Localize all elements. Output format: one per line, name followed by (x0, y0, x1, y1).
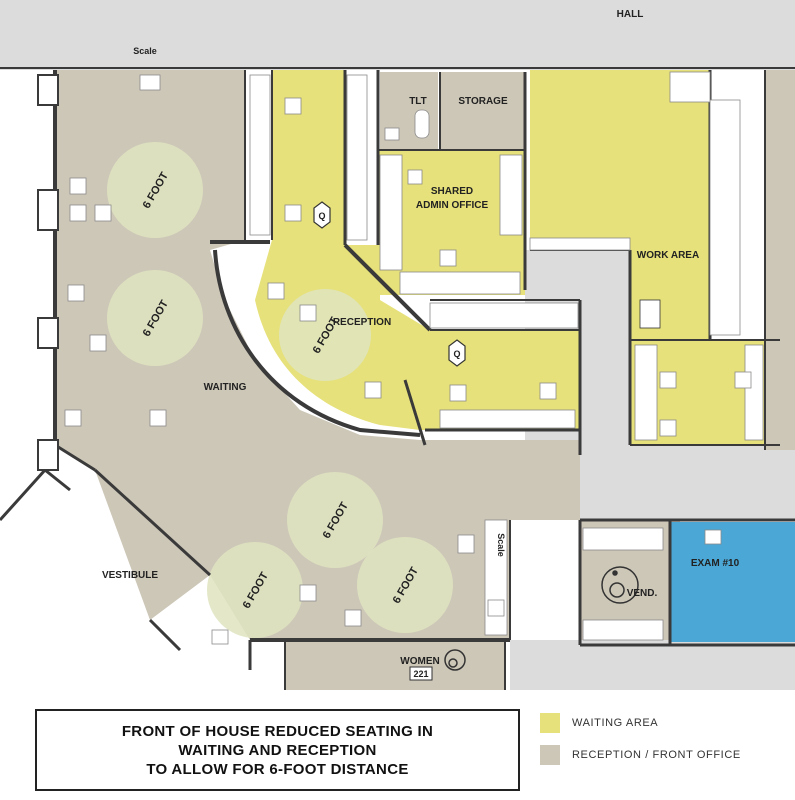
storage-room (440, 72, 525, 150)
chair-icon (639, 299, 661, 329)
women-label: WOMEN (400, 656, 439, 667)
desk-icon (634, 344, 658, 441)
desk-icon (709, 99, 741, 336)
room-number: 221 (413, 669, 428, 679)
desk-icon (379, 154, 403, 271)
legend-swatch (540, 713, 560, 733)
corridor-right (580, 440, 795, 520)
desk-icon (399, 271, 521, 295)
tlt-label: TLT (409, 96, 427, 107)
chair-icon (344, 609, 362, 627)
wheelchair-accessible-icon (601, 566, 639, 604)
chair-icon (439, 249, 457, 267)
caption-line: FRONT OF HOUSE REDUCED SEATING IN (121, 722, 434, 740)
chair-icon (539, 382, 557, 400)
chair-icon (364, 381, 382, 399)
caption-line: WAITING AND RECEPTION (178, 741, 377, 759)
furniture (64, 71, 764, 645)
vend-label: VEND. (627, 588, 658, 599)
queue-marker-icon: Q (448, 339, 466, 367)
walls (0, 67, 795, 690)
desk-icon (346, 74, 368, 241)
corridor-top (0, 0, 795, 70)
vestibule-label: VESTIBULE (102, 570, 158, 581)
chair-icon (384, 127, 400, 141)
desk-icon (744, 344, 764, 441)
desk-icon (429, 302, 579, 329)
chair-icon (69, 177, 87, 195)
caption-box: FRONT OF HOUSE REDUCED SEATING IN WAITIN… (35, 709, 520, 791)
chair-icon (449, 384, 467, 402)
desk-icon (529, 237, 631, 251)
six-foot-circle (287, 472, 383, 568)
exam-room-label: EXAM #10 (691, 558, 740, 569)
exam-room-10 (670, 522, 795, 642)
shared-admin-label: ADMIN OFFICE (416, 200, 489, 211)
desk-icon (499, 154, 523, 236)
chair-icon (734, 371, 752, 389)
chair-icon (407, 169, 423, 185)
work-area-label: WORK AREA (637, 250, 699, 261)
chair-icon (299, 584, 317, 602)
desk-icon (439, 409, 576, 429)
distance-circles (107, 142, 453, 638)
wheelchair-accessible-icon (444, 649, 466, 671)
chair-icon (211, 629, 229, 645)
six-foot-circle (107, 142, 203, 238)
desk-icon (582, 619, 664, 641)
waiting-label: WAITING (204, 382, 247, 393)
chair-icon (89, 334, 107, 352)
chair-icon (69, 204, 87, 222)
six-foot-circle (357, 537, 453, 633)
chair-icon (487, 599, 505, 617)
right-tan-strip (765, 70, 795, 450)
chair-icon (659, 371, 677, 389)
six-foot-circle (107, 270, 203, 366)
corridor-bottom (510, 640, 795, 690)
desk-icon (249, 74, 271, 236)
chair-icon (94, 204, 112, 222)
chair-icon (149, 409, 167, 427)
desk-icon (582, 527, 664, 551)
chair-icon (267, 282, 285, 300)
caption-line: TO ALLOW FOR 6-FOOT DISTANCE (146, 760, 409, 778)
queue-marker-icon: Q (313, 201, 331, 229)
women-room (285, 640, 505, 690)
chair-icon (67, 284, 85, 302)
legend-label: WAITING AREA (572, 717, 659, 729)
legend-item-waiting-area: WAITING AREA (540, 709, 790, 737)
storage-label: STORAGE (458, 96, 508, 107)
legend: WAITING AREA RECEPTION / FRONT OFFICE (540, 709, 790, 773)
legend-item-reception: RECEPTION / FRONT OFFICE (540, 741, 790, 769)
queue-marker-label: Q (453, 349, 460, 359)
chair-icon (659, 419, 677, 437)
shared-admin-label: SHARED (431, 186, 473, 197)
hall-label: HALL (617, 9, 644, 20)
toilet-icon (414, 109, 430, 139)
scale-label: Scale (133, 46, 157, 56)
chair-icon (64, 409, 82, 427)
legend-label: RECEPTION / FRONT OFFICE (572, 749, 741, 761)
desk-icon (669, 71, 711, 103)
chair-icon (704, 529, 722, 545)
queue-marker-label: Q (318, 211, 325, 221)
reception-label: RECEPTION (333, 317, 391, 328)
room-number-box (409, 666, 433, 681)
chair-icon (284, 97, 302, 115)
scale-label: Scale (496, 533, 506, 557)
chair-icon (299, 304, 317, 322)
chair-icon (457, 534, 475, 554)
chair-icon (139, 74, 161, 91)
legend-swatch (540, 745, 560, 765)
six-foot-circle (207, 542, 303, 638)
chair-icon (284, 204, 302, 222)
floor-plan: Q Q HALL Scale Scale TLT STORAGE SHARED … (0, 0, 795, 690)
